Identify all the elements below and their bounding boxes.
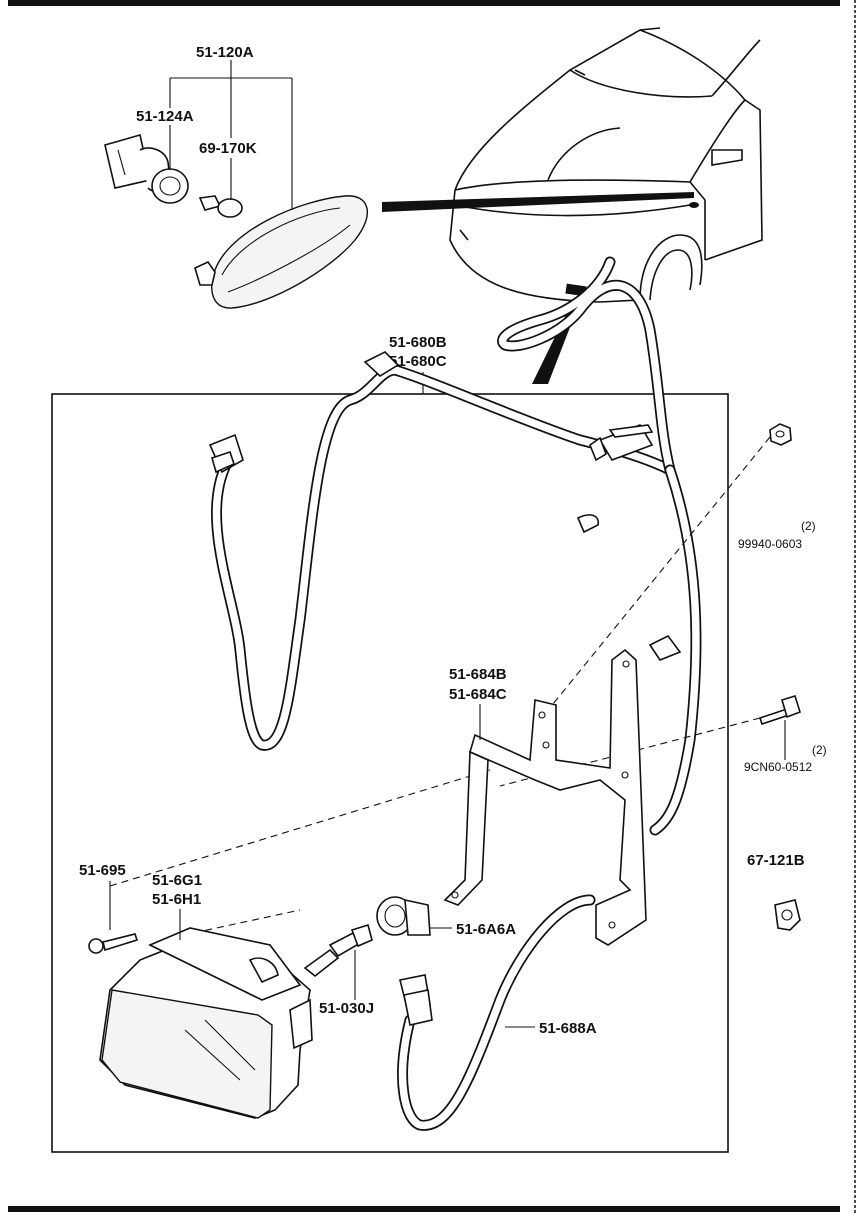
bracket-part [443, 648, 647, 946]
fog-socket [376, 896, 431, 936]
h3-bulb [303, 923, 373, 978]
fog-lamp-housing [99, 927, 313, 1119]
car-illustration [449, 27, 763, 303]
wedge-bulb [198, 195, 243, 218]
label-nut: 99940-0603 [738, 537, 802, 551]
label-bulb-small: 69-170K [199, 140, 257, 157]
label-nut-qty: (2) [801, 519, 816, 533]
nut [769, 423, 792, 446]
bolt [758, 695, 801, 726]
label-fog-lamp-unit-1: 51-6G1 [152, 872, 202, 889]
label-fog-lamp-kit-1: 51-680B [389, 334, 447, 351]
label-fog-lamp-unit-2: 51-6H1 [152, 891, 201, 908]
side-marker-lens [194, 195, 368, 309]
screw-part [88, 933, 139, 954]
upper-wire-harness [210, 256, 702, 836]
label-socket-fog: 51-6A6A [456, 921, 516, 938]
assembly-dashed-lines [109, 436, 771, 939]
label-fog-lamp-kit-2: 51-680C [389, 353, 447, 370]
label-screw: 51-695 [79, 862, 126, 879]
label-side-marker-assy: 51-120A [196, 44, 254, 61]
clip-part [774, 899, 801, 931]
label-socket: 51-124A [136, 108, 194, 125]
label-harness: 51-688A [539, 1020, 597, 1037]
upper-connectors [208, 351, 682, 661]
label-clip: 67-121B [747, 852, 805, 869]
kit-contents-frame [51, 393, 729, 1153]
label-bulb-h3: 51-030J [319, 1000, 374, 1017]
pointer-to-side-marker [382, 192, 694, 212]
socket-part [104, 133, 189, 204]
label-bracket-1: 51-684B [449, 666, 507, 683]
label-bracket-2: 51-684C [449, 686, 507, 703]
bottom-border-bar [8, 1206, 840, 1212]
top-border-bar [8, 0, 840, 6]
label-bolt: 9CN60-0512 [744, 760, 812, 774]
lower-wire-harness [397, 894, 596, 1131]
top-leader-lines [169, 60, 293, 210]
label-bolt-qty: (2) [812, 743, 827, 757]
